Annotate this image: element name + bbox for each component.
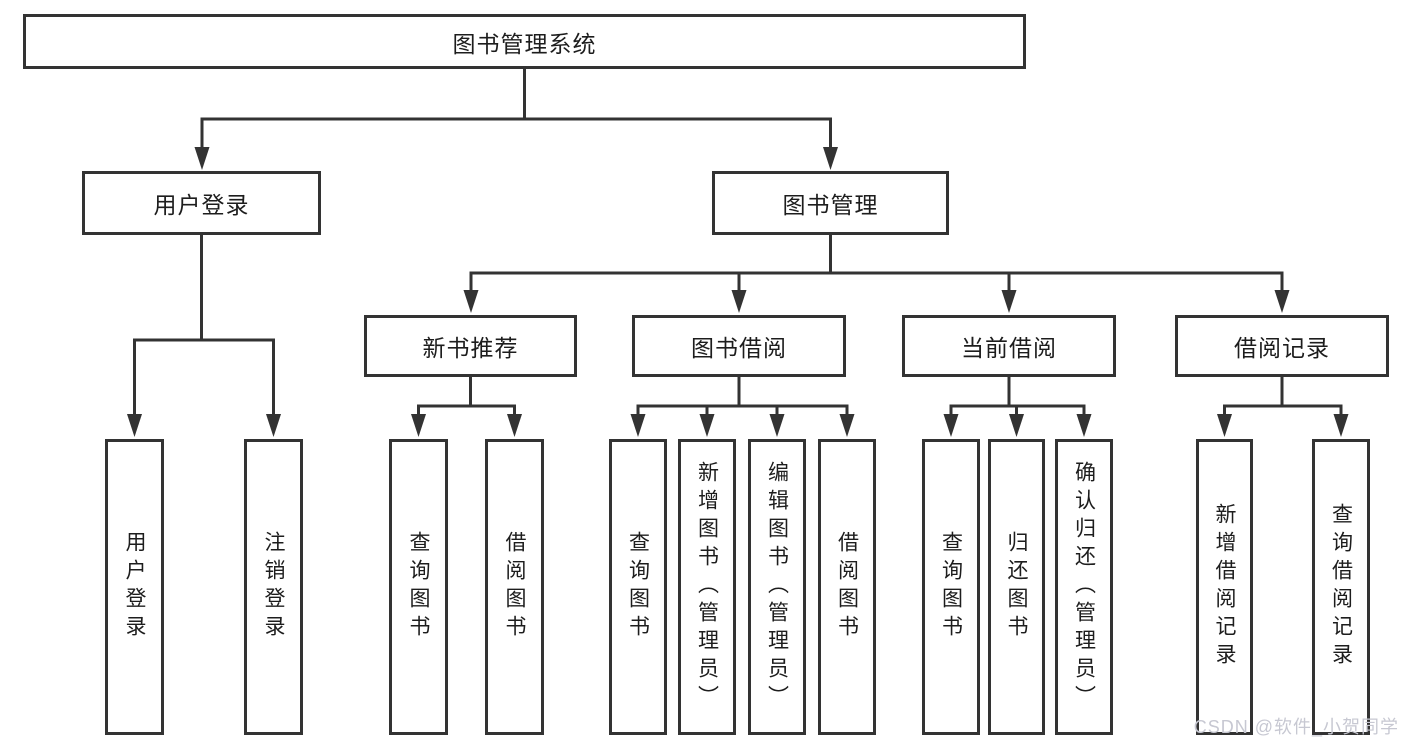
leaf-logout: 注销登录 bbox=[244, 439, 303, 735]
leaf-borrow-borrow-label: 借阅图书 bbox=[835, 531, 859, 643]
leaf-user-login-label: 用户登录 bbox=[123, 531, 146, 643]
node-book-borrow: 图书借阅 bbox=[632, 315, 846, 377]
node-borrow-records: 借阅记录 bbox=[1175, 315, 1389, 377]
leaf-borrow-add: 新增图书（管理员） bbox=[678, 439, 736, 735]
node-book-borrow-label: 图书借阅 bbox=[691, 335, 787, 361]
leaf-current-confirm: 确认归还（管理员） bbox=[1055, 439, 1113, 735]
node-new-book-recommend-label: 新书推荐 bbox=[422, 335, 519, 361]
node-current-borrow: 当前借阅 bbox=[902, 315, 1116, 377]
leaf-borrow-query: 查询图书 bbox=[609, 439, 667, 735]
node-book-management-label: 图书管理 bbox=[782, 192, 879, 218]
leaf-record-add: 新增借阅记录 bbox=[1196, 439, 1253, 735]
leaf-record-query-label: 查询借阅记录 bbox=[1329, 503, 1353, 671]
leaf-borrow-query-label: 查询图书 bbox=[626, 531, 650, 643]
node-root: 图书管理系统 bbox=[23, 14, 1026, 69]
leaf-newbook-query-label: 查询图书 bbox=[407, 531, 430, 643]
node-user-login-label: 用户登录 bbox=[153, 192, 250, 218]
leaf-current-return: 归还图书 bbox=[988, 439, 1045, 735]
node-current-borrow-label: 当前借阅 bbox=[961, 335, 1057, 361]
leaf-logout-label: 注销登录 bbox=[262, 531, 285, 643]
leaf-borrow-borrow: 借阅图书 bbox=[818, 439, 876, 735]
leaf-record-add-label: 新增借阅记录 bbox=[1213, 503, 1236, 671]
node-borrow-records-label: 借阅记录 bbox=[1234, 335, 1330, 361]
node-user-login: 用户登录 bbox=[82, 171, 321, 235]
leaf-record-query: 查询借阅记录 bbox=[1312, 439, 1370, 735]
leaf-newbook-borrow: 借阅图书 bbox=[485, 439, 544, 735]
leaf-current-query: 查询图书 bbox=[922, 439, 980, 735]
arrowheads bbox=[127, 147, 1349, 437]
leaf-newbook-borrow-label: 借阅图书 bbox=[503, 531, 526, 643]
leaf-newbook-query: 查询图书 bbox=[389, 439, 448, 735]
node-root-label: 图书管理系统 bbox=[452, 30, 597, 57]
node-book-management: 图书管理 bbox=[712, 171, 949, 235]
leaf-borrow-add-label: 新增图书（管理员） bbox=[695, 461, 719, 713]
node-new-book-recommend: 新书推荐 bbox=[364, 315, 577, 377]
leaf-borrow-edit-label: 编辑图书（管理员） bbox=[765, 461, 789, 713]
leaf-user-login: 用户登录 bbox=[105, 439, 164, 735]
leaf-current-return-label: 归还图书 bbox=[1005, 531, 1028, 643]
leaf-current-query-label: 查询图书 bbox=[939, 531, 963, 643]
leaf-current-confirm-label: 确认归还（管理员） bbox=[1072, 461, 1096, 713]
watermark: CSDN @软件_小贺同学 bbox=[1193, 717, 1399, 737]
leaf-borrow-edit: 编辑图书（管理员） bbox=[748, 439, 806, 735]
